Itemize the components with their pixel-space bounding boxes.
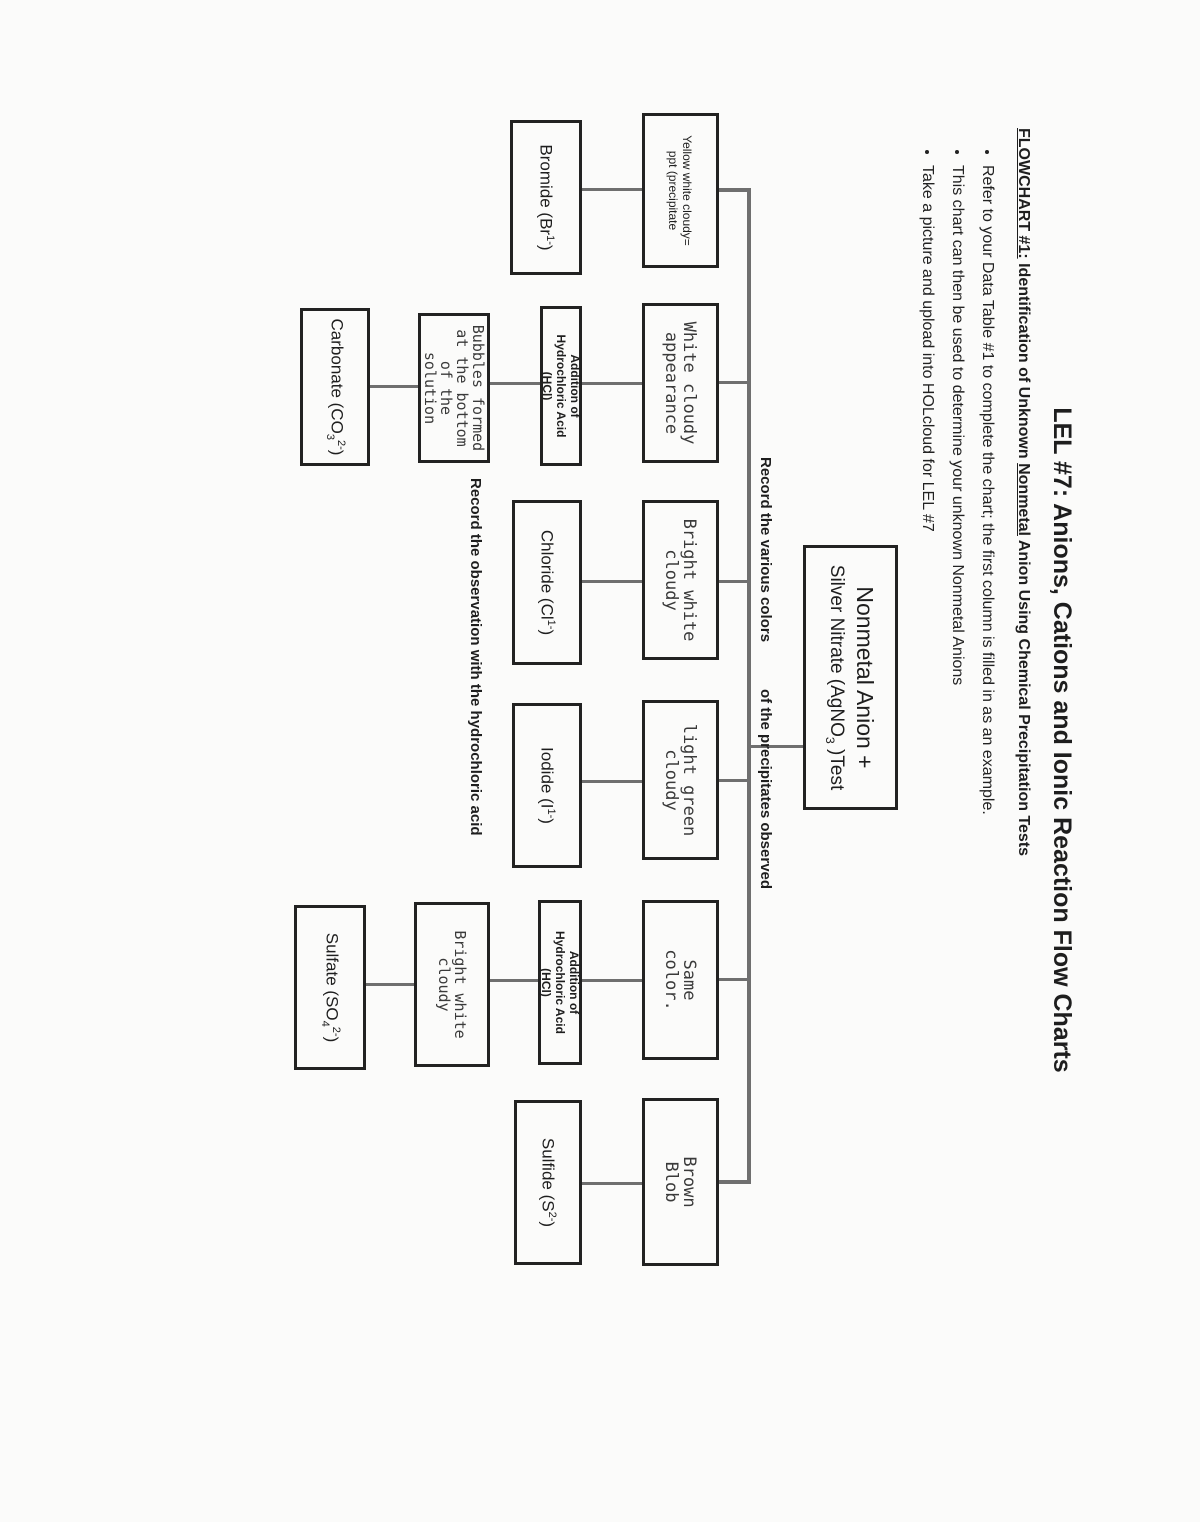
subtitle-underlined: Nonmetal	[1015, 463, 1032, 536]
connector-hcl-obs-1	[490, 382, 540, 385]
observation-box: Yellow white cloudy= ppt (precipitate	[642, 113, 719, 268]
connector-main-bus	[747, 188, 751, 1183]
ion-box-sulfate: Sulfate (SO42-)	[294, 905, 366, 1070]
ion-box-iodide: Iodide (I1-)	[512, 703, 582, 868]
instruction-list: Refer to your Data Table #1 to complete …	[912, 143, 1002, 1165]
ion-box-chloride: Chloride (Cl1-)	[512, 500, 582, 665]
root-test-box: Nonmetal Anion + Silver Nitrate (AgNO3 )…	[803, 545, 898, 810]
page-title: LEL #7: Anions, Cations and Ionic Reacti…	[1048, 407, 1076, 1073]
connector-hcl-1	[582, 382, 642, 385]
connector-sulfide	[582, 1182, 642, 1185]
observation-box: White cloudy appearance	[642, 303, 719, 463]
ion-box-sulfide: Sulfide (S2-)	[514, 1100, 582, 1265]
hcl-observation-box: Bubbles formed at the bottom of the solu…	[418, 313, 490, 463]
observation-box: Bright white cloudy	[642, 500, 719, 660]
subtitle-part1: Identification of Unknown	[1015, 258, 1032, 464]
subtitle-prefix: FLOWCHART #1:	[1015, 128, 1032, 259]
connector-hcl-obs-2	[490, 979, 538, 982]
instruction-item: Take a picture and upload into HOLcloud …	[912, 165, 942, 1165]
subtitle-part2: Anion Using Chemical Precipitation Tests	[1015, 536, 1032, 857]
connector-drop-6	[719, 1180, 751, 1184]
ion-box-bromide: Bromide (Br1-)	[510, 120, 582, 275]
hcl-observation-box: Bright white cloudy	[414, 902, 490, 1067]
connector-sulfate	[366, 983, 414, 986]
observation-box: Brown Blob	[642, 1098, 719, 1266]
connector-iodide	[582, 780, 642, 783]
connector-hcl-2	[582, 979, 642, 982]
instruction-item: This chart can then be used to determine…	[942, 165, 972, 1165]
connector-carbonate	[370, 385, 418, 388]
connector-bromide	[582, 188, 642, 191]
connector-chloride	[582, 580, 642, 583]
instruction-item: Refer to your Data Table #1 to complete …	[972, 165, 1002, 1165]
observation-box: light green cloudy	[642, 700, 719, 860]
ion-box-carbonate: Carbonate (CO32-)	[300, 308, 370, 466]
connector-drop-1	[719, 188, 751, 192]
label-precipitates-observed: of the precipitates observed	[757, 689, 774, 890]
root-line-2: Silver Nitrate (AgNO3 )Test	[823, 564, 847, 791]
label-hcl-observation: Record the observation with the hydrochl…	[467, 478, 484, 836]
observation-box: Same color.	[642, 900, 719, 1060]
hcl-addition-box: Addition of Hydrochloric Acid (HCl)	[540, 306, 582, 466]
label-various-colors: Record the various colors	[757, 457, 774, 643]
root-line-1: Nonmetal Anion +	[851, 586, 878, 769]
hcl-addition-box: Addition of Hydrochloric Acid (HCl)	[538, 900, 582, 1065]
flowchart-subtitle: FLOWCHART #1: Identification of Unknown …	[1014, 128, 1032, 1228]
